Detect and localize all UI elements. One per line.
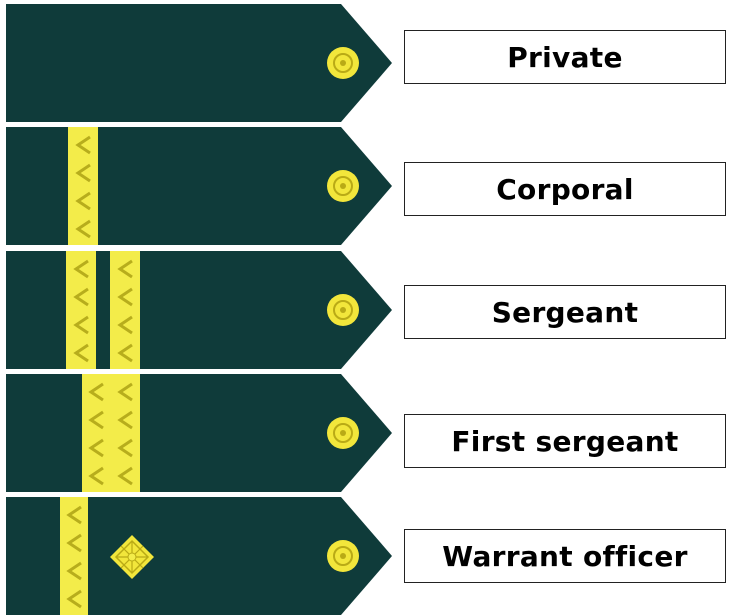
stripe-1 — [68, 127, 98, 245]
shoulder-board-sergeant — [6, 251, 392, 369]
button-icon — [327, 417, 359, 449]
rank-label-private: Private — [404, 30, 726, 84]
shoulder-board-corporal — [6, 127, 392, 245]
rank-row-sergeant: Sergeant — [0, 251, 731, 369]
star-icon — [110, 535, 154, 579]
rank-label-sergeant: Sergeant — [404, 285, 726, 339]
board-shape — [6, 497, 392, 615]
board-shape — [6, 4, 392, 122]
rank-row-first-sergeant: First sergeant — [0, 374, 731, 492]
button-icon — [327, 47, 359, 79]
shoulder-board-warrant-officer — [6, 497, 392, 615]
rank-row-warrant-officer: Warrant officer — [0, 497, 731, 615]
board-shape — [6, 251, 392, 369]
button-icon — [327, 294, 359, 326]
board-shape — [6, 127, 392, 245]
rank-label-warrant-officer: Warrant officer — [404, 529, 726, 583]
rank-label-corporal: Corporal — [404, 162, 726, 216]
rank-label-first-sergeant: First sergeant — [404, 414, 726, 468]
stripe-1 — [66, 251, 96, 369]
stripe-1 — [82, 374, 110, 492]
rank-row-private: Private — [0, 4, 731, 122]
stripe-1 — [60, 497, 88, 615]
stripe-2 — [110, 251, 140, 369]
shoulder-board-first-sergeant — [6, 374, 392, 492]
button-icon — [327, 540, 359, 572]
rank-row-corporal: Corporal — [0, 127, 731, 245]
stripe-2 — [110, 374, 140, 492]
button-icon — [327, 170, 359, 202]
shoulder-board-private — [6, 4, 392, 122]
